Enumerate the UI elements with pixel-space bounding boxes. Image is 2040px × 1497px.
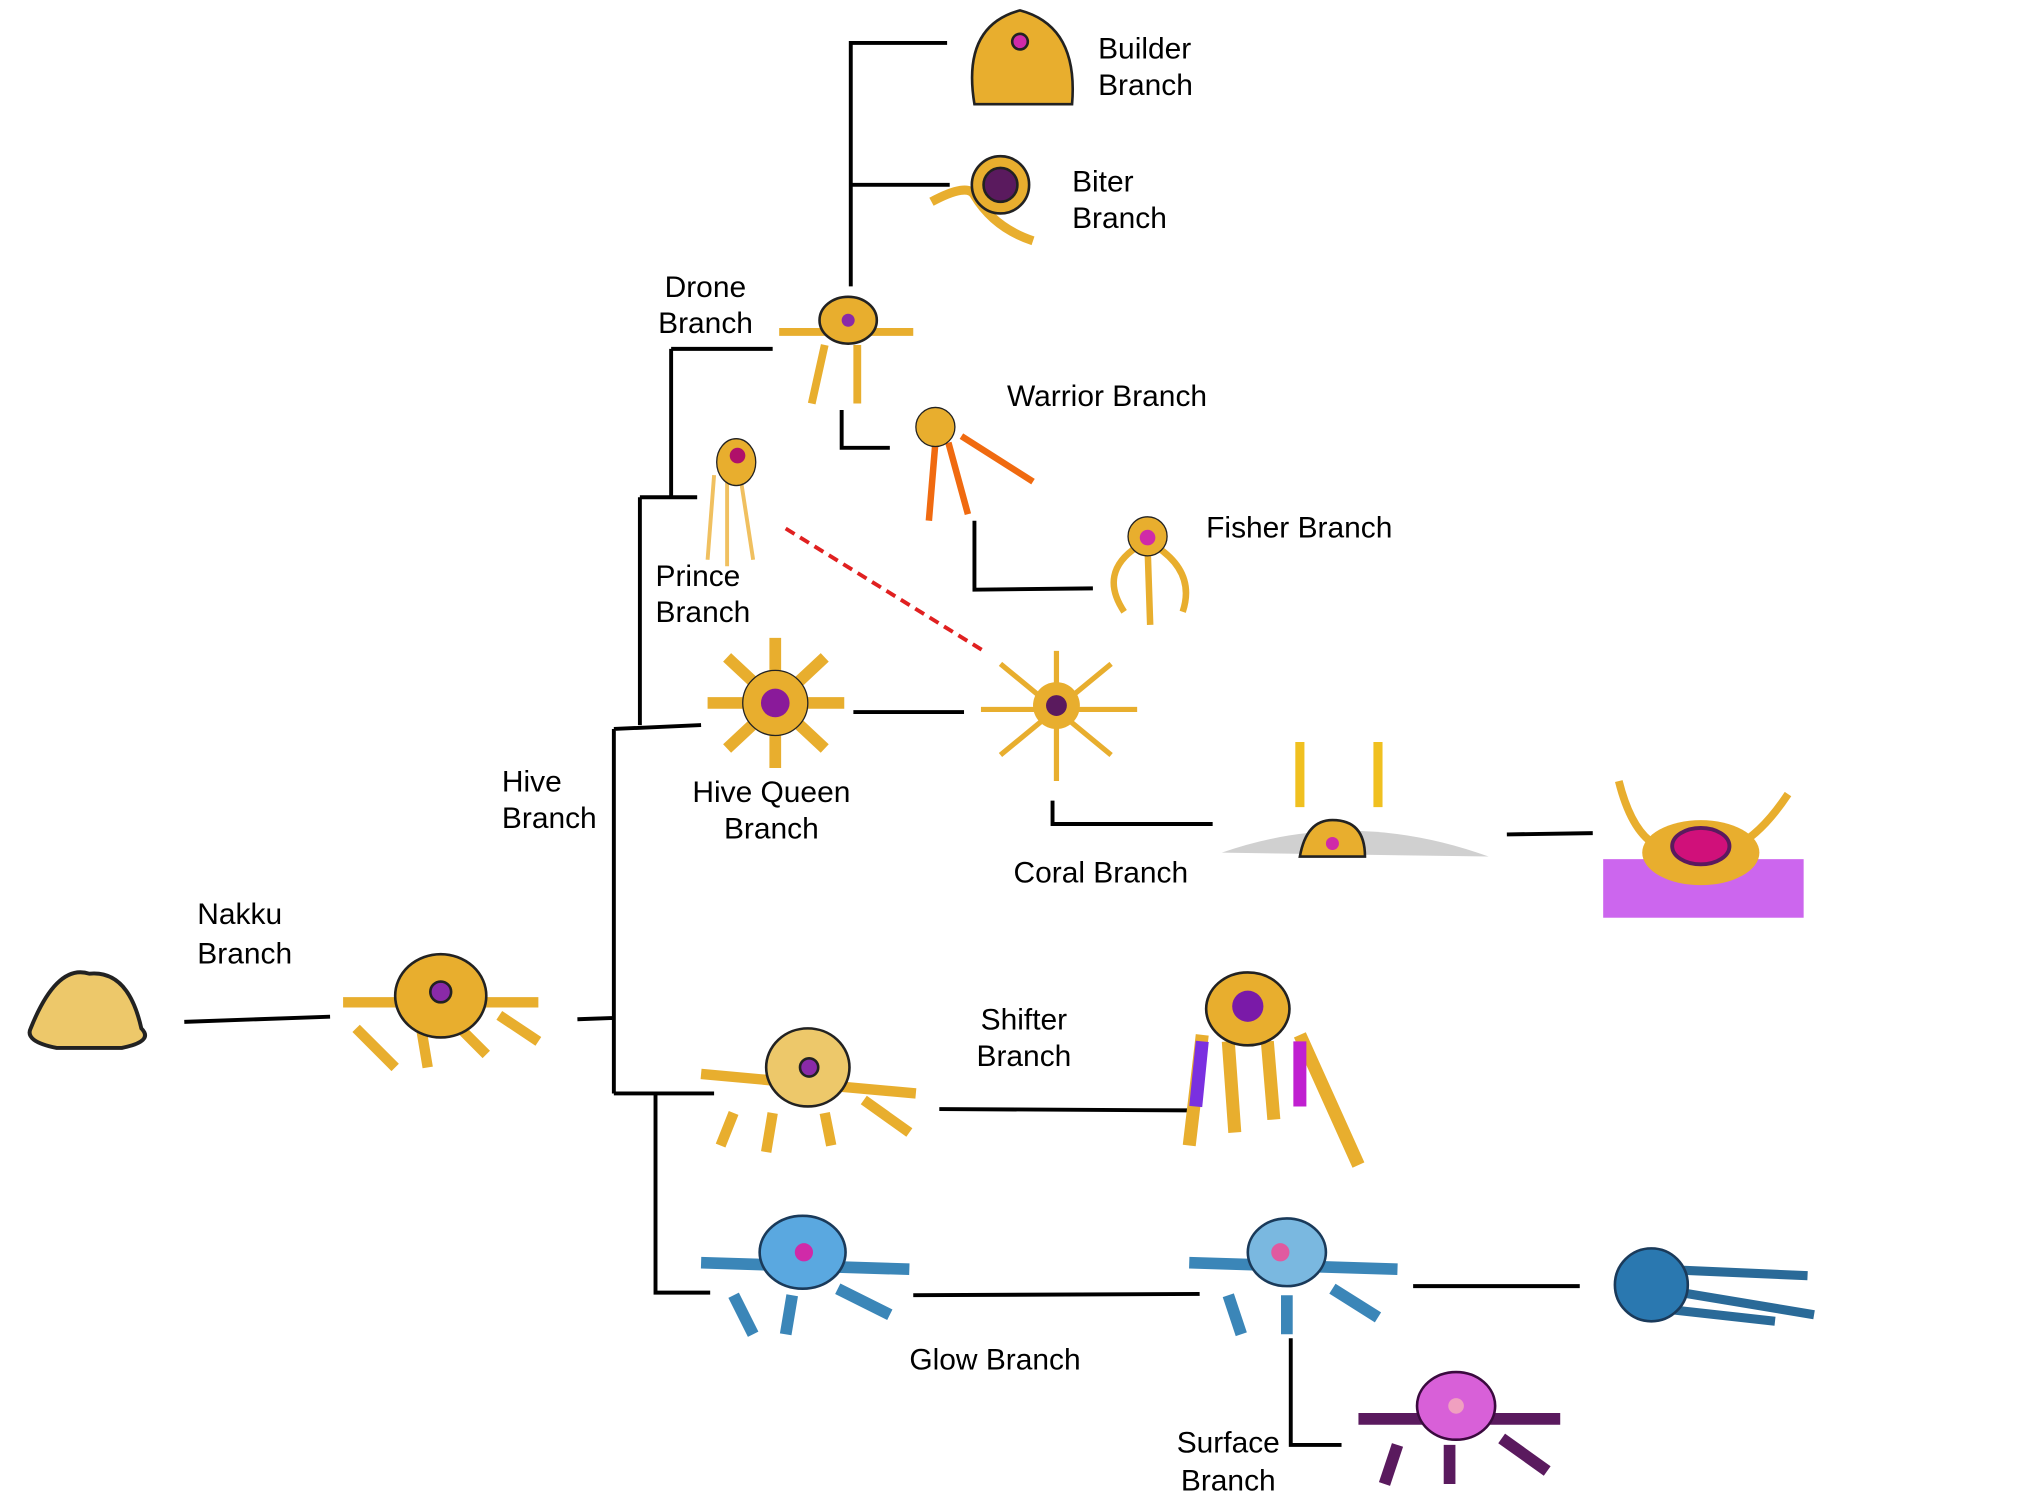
creature-coral-successor — [1603, 780, 1804, 918]
label-nakku-line1: Nakku — [197, 898, 282, 931]
label-hive-queen-line1: Hive Queen — [692, 776, 850, 809]
label-fisher: Fisher Branch — [1206, 512, 1392, 545]
creature-coral — [1221, 741, 1489, 858]
connectors — [184, 41, 1593, 1447]
label-builder-line2: Branch — [1098, 69, 1193, 102]
creature-surface — [1358, 1370, 1561, 1486]
creature-builder — [970, 9, 1075, 106]
creature-nakku-base — [27, 970, 147, 1050]
label-shifter-line1: Shifter — [981, 1004, 1068, 1037]
link-prince — [637, 495, 698, 726]
creature-shifter — [1182, 971, 1365, 1168]
label-builder-line1: Builder — [1098, 33, 1191, 66]
link-hive-trunk — [577, 723, 715, 1096]
creature-prince — [705, 438, 757, 567]
label-drone-line2: Branch — [658, 307, 753, 340]
link-builder-biter — [848, 41, 950, 287]
label-hive-line2: Branch — [502, 802, 597, 835]
label-biter-line1: Biter — [1072, 165, 1134, 198]
link-coral-next — [1506, 831, 1593, 837]
creature-glow — [1189, 1217, 1398, 1337]
link-glow — [913, 1291, 1200, 1298]
creature-glow-origin — [700, 1214, 910, 1337]
label-coral: Coral Branch — [1013, 857, 1188, 890]
link-coral — [1050, 800, 1213, 826]
creature-nakku — [343, 952, 542, 1072]
label-biter-line2: Branch — [1072, 202, 1167, 235]
creature-fisher — [1110, 516, 1190, 625]
label-prince-line1: Prince — [656, 560, 741, 593]
creature-glow-successor — [1613, 1247, 1815, 1326]
link-drone — [669, 346, 773, 498]
link-surface — [1288, 1338, 1342, 1447]
label-hive-queen-line2: Branch — [724, 812, 819, 845]
link-fisher — [972, 520, 1093, 592]
dashed-link-prince-queen — [784, 526, 985, 653]
label-hive-line1: Hive — [502, 765, 562, 798]
creature-drone — [779, 295, 914, 405]
label-drone-line1: Drone — [665, 271, 746, 304]
label-surface-line1: Surface — [1177, 1427, 1280, 1460]
creature-warrior — [915, 406, 1035, 521]
link-nakku — [184, 1014, 331, 1024]
link-shifter — [939, 1107, 1190, 1113]
label-prince-line2: Branch — [656, 596, 751, 629]
label-warrior: Warrior Branch — [1007, 380, 1207, 413]
creature-queen-successor — [980, 650, 1138, 782]
label-nakku-line2: Branch — [197, 937, 292, 970]
label-surface-line2: Branch — [1181, 1464, 1276, 1497]
creature-shifter-origin — [700, 1027, 917, 1153]
creature-biter — [929, 154, 1035, 246]
link-warrior — [839, 410, 890, 450]
label-shifter-line2: Branch — [976, 1040, 1071, 1073]
creature-hive-queen — [707, 637, 845, 769]
link-glow-trunk — [653, 1093, 711, 1295]
label-glow: Glow Branch — [909, 1343, 1080, 1376]
